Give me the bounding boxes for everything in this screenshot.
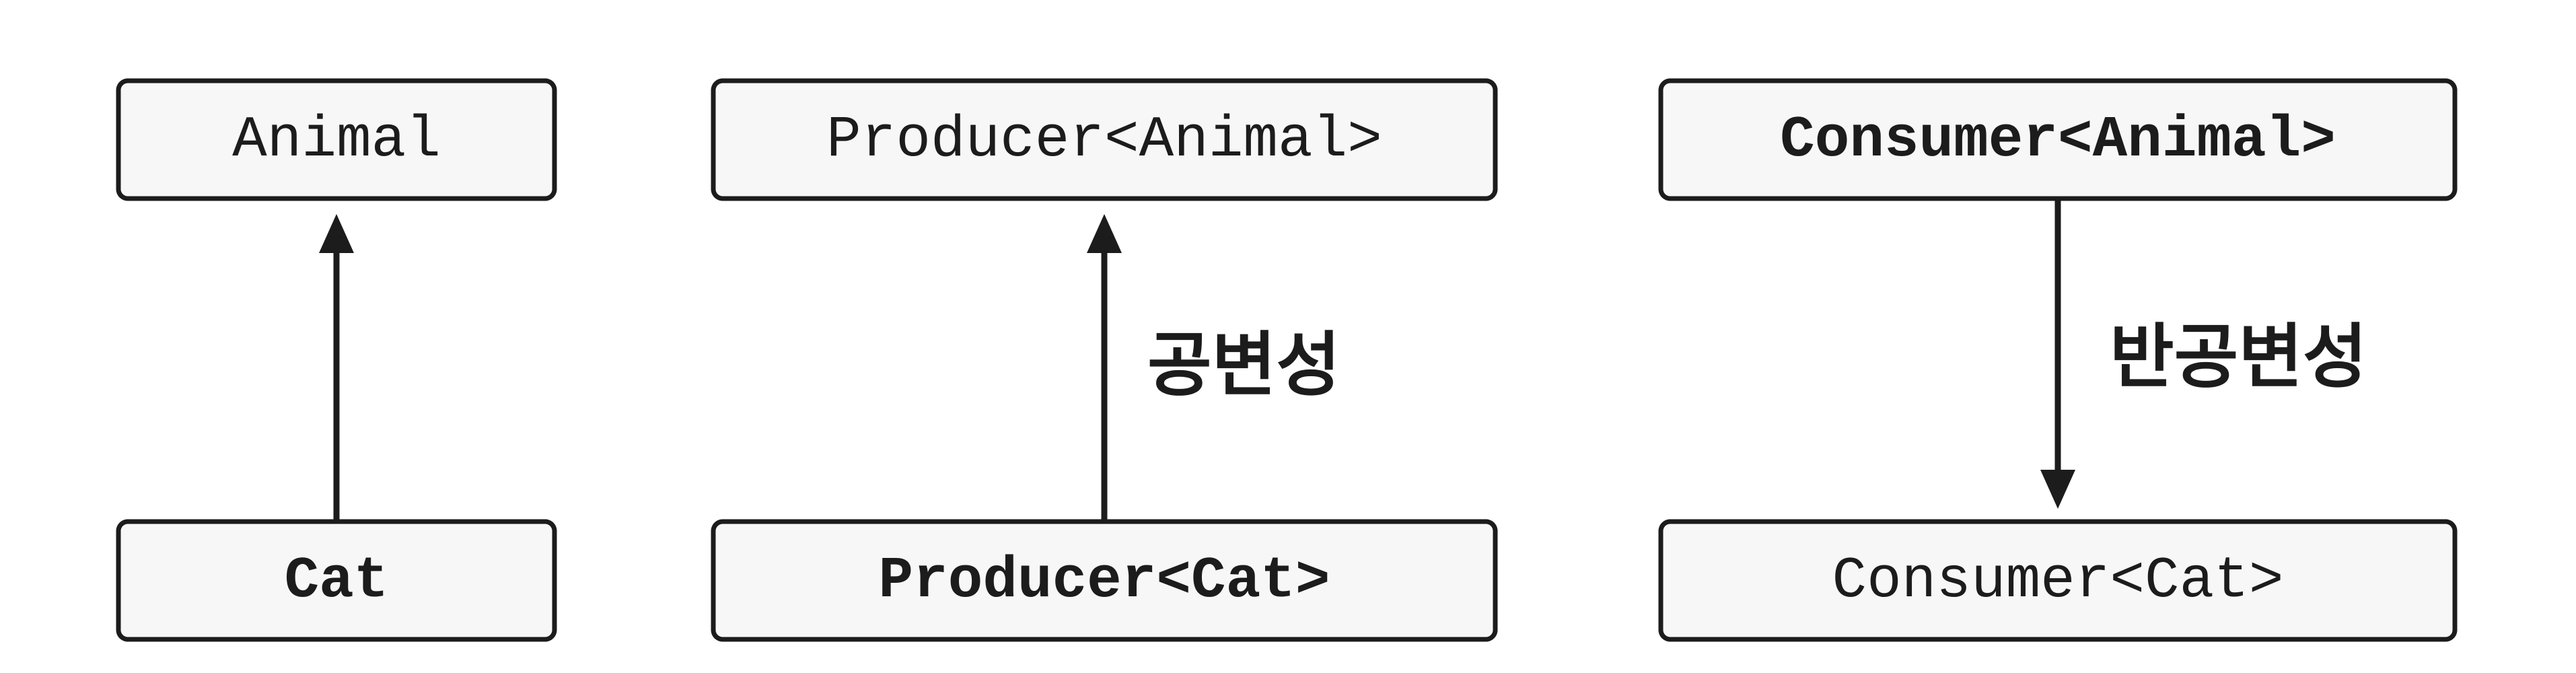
animal-box-label: Animal bbox=[232, 107, 441, 173]
consumer-animal-box-label: Consumer<Animal> bbox=[1780, 107, 2336, 173]
covariance-label: 공변성 bbox=[1147, 324, 1340, 406]
subtype-arrow-up bbox=[319, 214, 354, 522]
consumer-cat-box-label: Consumer<Cat> bbox=[1832, 548, 2284, 614]
producer-animal-box-label: Producer<Animal> bbox=[826, 107, 1382, 173]
contravariance-label: 반공변성 bbox=[2110, 316, 2367, 398]
subtype-arrowhead-icon bbox=[319, 214, 354, 253]
animal-box bbox=[116, 78, 557, 201]
contravariance-arrowhead-icon bbox=[2040, 470, 2075, 509]
covariance-arrowhead-icon bbox=[1087, 214, 1122, 253]
contravariance-arrow-down bbox=[2040, 199, 2075, 509]
consumer-cat-box bbox=[1658, 519, 2458, 642]
producer-cat-box-label: Producer<Cat> bbox=[879, 548, 1330, 614]
column-animal-cat: Animal Cat bbox=[116, 78, 557, 642]
column-producer: Producer<Animal> Producer<Cat> 공변성 bbox=[711, 78, 1498, 642]
producer-animal-box bbox=[711, 78, 1498, 201]
cat-box-label: Cat bbox=[285, 548, 389, 614]
column-consumer: Consumer<Animal> Consumer<Cat> 반공변성 bbox=[1658, 78, 2458, 642]
covariance-arrow-up bbox=[1087, 214, 1122, 522]
